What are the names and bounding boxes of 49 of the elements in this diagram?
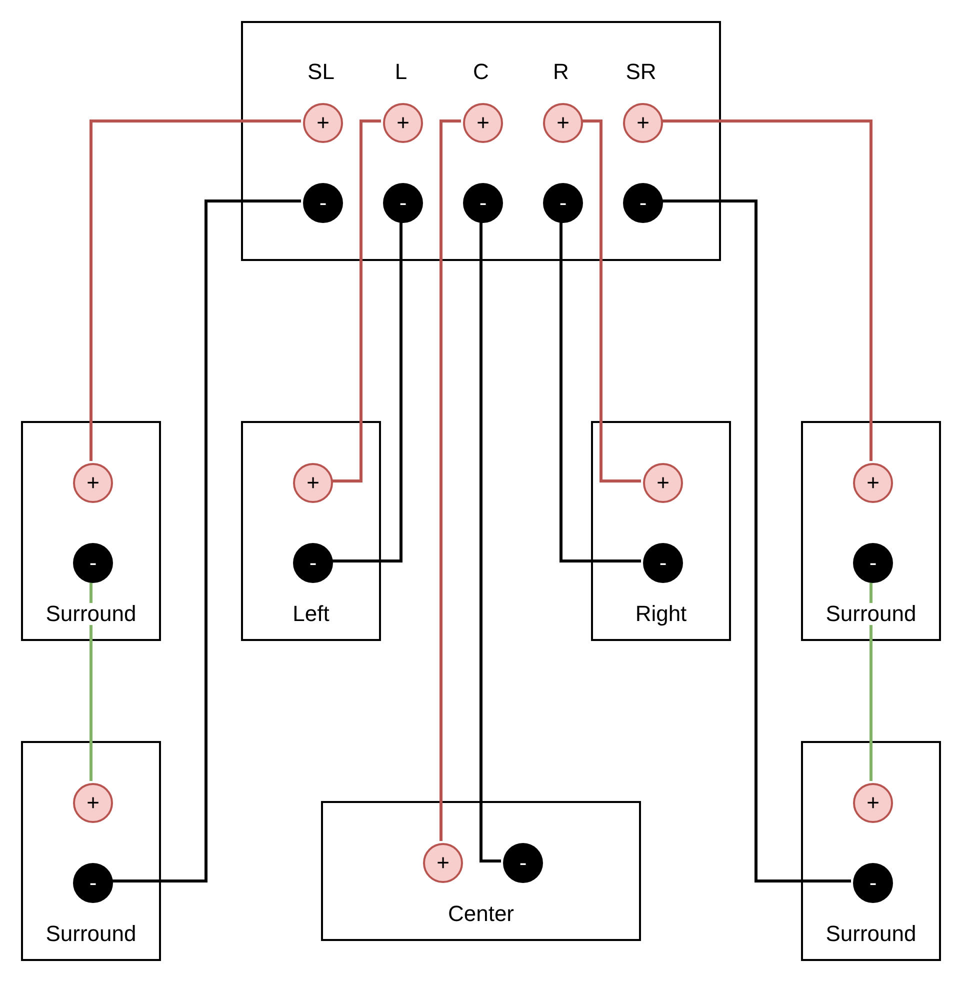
negative-terminal: - [303,183,343,223]
positive-terminal: + [383,103,423,143]
wire [331,120,381,482]
negative-terminal: - [383,183,423,223]
negative-terminal: - [623,183,663,223]
wire [111,200,301,882]
negative-terminal: - [73,543,113,583]
channel-label: L [394,61,408,83]
speaker-box [801,421,941,641]
wire [90,120,301,461]
negative-terminal: - [73,863,113,903]
negative-terminal: - [853,543,893,583]
channel-label: R [553,61,569,83]
speaker-box [21,421,161,641]
positive-terminal: + [303,103,343,143]
positive-terminal: + [463,103,503,143]
positive-terminal: + [643,463,683,503]
channel-label: C [473,61,489,83]
negative-terminal: - [543,183,583,223]
positive-terminal: + [543,103,583,143]
speaker-box [801,741,941,961]
positive-terminal: + [73,463,113,503]
receiver-panel [241,21,721,261]
wire [661,120,872,461]
channel-label: SR [626,61,656,83]
negative-terminal: - [503,843,543,883]
negative-terminal: - [463,183,503,223]
positive-terminal: + [293,463,333,503]
wire [870,581,872,781]
speaker-box [21,741,161,961]
negative-terminal: - [643,543,683,583]
positive-terminal: + [73,783,113,823]
positive-terminal: + [853,463,893,503]
wire [581,120,641,482]
wire [331,221,402,562]
channel-label: SL [308,61,334,83]
positive-terminal: + [853,783,893,823]
wire [480,221,501,862]
speaker-box [241,421,381,641]
wire [440,120,461,841]
speaker-box [321,801,641,941]
speaker-box [591,421,731,641]
wire [560,221,641,562]
negative-terminal: - [853,863,893,903]
wire [661,200,851,882]
positive-terminal: + [423,843,463,883]
negative-terminal: - [293,543,333,583]
positive-terminal: + [623,103,663,143]
wire [90,581,92,781]
